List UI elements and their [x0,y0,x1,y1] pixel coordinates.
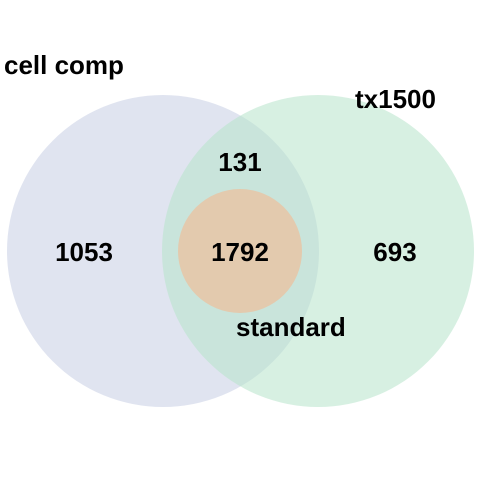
set-label-tx1500: tx1500 [355,84,436,114]
set-label-standard: standard [236,312,346,342]
count-cell-comp-only: 1053 [55,237,113,267]
count-tx1500-only: 693 [373,237,416,267]
set-label-cell-comp: cell comp [4,50,124,80]
count-cell-comp-and-tx1500: 131 [218,147,261,177]
standard-circle [178,189,302,313]
count-all-three: 1792 [211,237,269,267]
tx1500-circle [162,95,474,407]
